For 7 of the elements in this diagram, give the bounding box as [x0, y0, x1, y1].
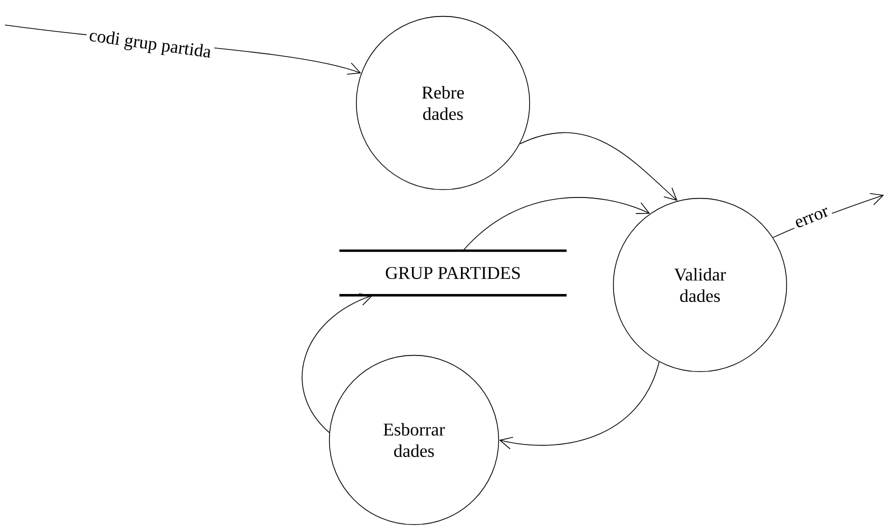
arrow — [499, 361, 660, 450]
arrow — [302, 293, 373, 433]
arrow — [462, 197, 650, 252]
edge-label: codi grup partida — [84, 25, 216, 65]
arrow — [519, 132, 678, 201]
edge-label: error — [790, 204, 834, 232]
data-store: GRUP PARTIDES — [339, 250, 567, 296]
